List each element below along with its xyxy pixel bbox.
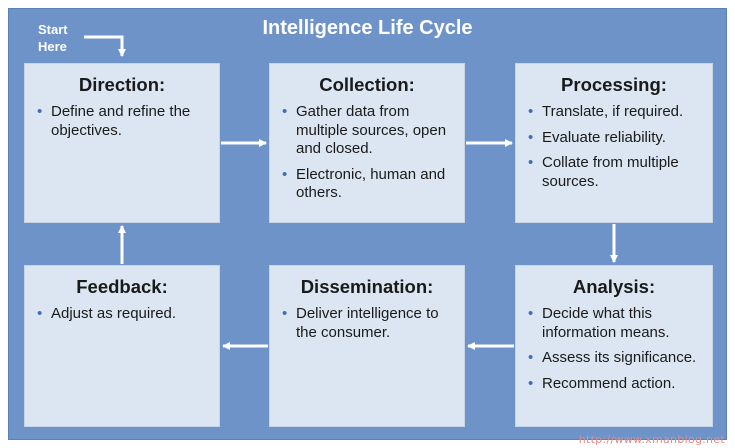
diagram-title: Intelligence Life Cycle <box>262 17 473 39</box>
stage-analysis: Analysis: Decide what this information m… <box>515 265 713 427</box>
bullet-item: Collate from multiple sources. <box>528 154 706 191</box>
bullet-item: Recommend action. <box>528 375 706 394</box>
stage-feedback: Feedback: Adjust as required. <box>24 265 220 427</box>
bullet-list: Gather data from multiple sources, open … <box>270 103 464 203</box>
bullet-list: Translate, if required. Evaluate reliabi… <box>516 103 712 191</box>
bullet-item: Decide what this information means. <box>528 305 706 342</box>
stage-heading: Processing: <box>561 74 667 95</box>
bullet-item: Evaluate reliability. <box>528 129 706 148</box>
stage-heading: Dissemination: <box>300 276 434 297</box>
bullet-item: Adjust as required. <box>37 305 213 324</box>
watermark-text: http://www.xmanblog.net <box>578 433 725 446</box>
stage-heading: Feedback: <box>76 276 168 297</box>
start-label-line-1: Start <box>38 22 68 37</box>
bullet-item: Assess its significance. <box>528 349 706 368</box>
stage-collection: Collection: Gather data from multiple so… <box>269 63 465 223</box>
start-label-line-2: Here <box>38 39 67 54</box>
stage-processing: Processing: Translate, if required. Eval… <box>515 63 713 223</box>
bullet-item: Electronic, human and others. <box>282 166 458 203</box>
bullet-item: Deliver intelligence to the consumer. <box>282 305 458 342</box>
bullet-list: Deliver intelligence to the consumer. <box>270 305 464 342</box>
bullet-list: Decide what this information means. Asse… <box>516 305 712 393</box>
stage-dissemination: Dissemination: Deliver intelligence to t… <box>269 265 465 427</box>
start-arrow <box>84 35 126 57</box>
bullet-list: Define and refine the objectives. <box>25 103 219 140</box>
stage-direction: Direction: Define and refine the objecti… <box>24 63 220 223</box>
bullet-item: Translate, if required. <box>528 103 706 122</box>
bullet-item: Define and refine the objectives. <box>37 103 213 140</box>
bullet-item: Gather data from multiple sources, open … <box>282 103 458 159</box>
stage-heading: Analysis: <box>572 276 656 297</box>
stage-heading: Direction: <box>78 74 166 95</box>
bullet-list: Adjust as required. <box>25 305 219 324</box>
stage-heading: Collection: <box>319 74 415 95</box>
start-here-label: Start Here <box>38 21 68 55</box>
